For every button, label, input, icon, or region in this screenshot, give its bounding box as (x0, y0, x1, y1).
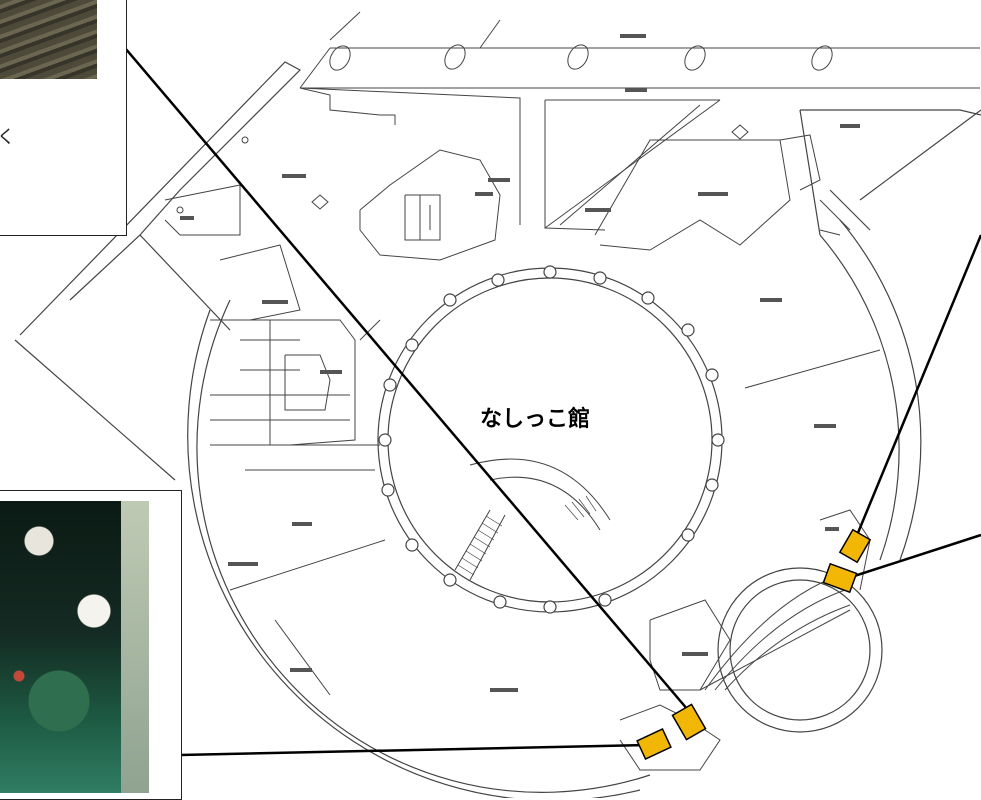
camera-marker-icon[interactable] (822, 562, 858, 594)
atrium-colonnade (299, 11, 980, 89)
camera-marker-icon[interactable] (838, 528, 872, 564)
east-south-rooms (619, 229, 881, 771)
photo-wall-detail (121, 501, 149, 793)
leader-lines (124, 47, 981, 757)
photo-callout-bottom (0, 490, 182, 800)
camera-markers (636, 528, 872, 760)
central-hall (377, 265, 725, 614)
photo-caption-fragment: く (0, 123, 15, 149)
building-outline (14, 61, 981, 798)
photo-callout-top: く (0, 0, 127, 236)
room-label-marks (180, 34, 860, 692)
west-rooms (164, 136, 386, 696)
camera-marker-icon[interactable] (671, 703, 707, 741)
exhibit-photo (0, 0, 97, 79)
map-title: なしっこ館 (480, 406, 590, 432)
camera-marker-icon[interactable] (636, 728, 672, 760)
spiral-ramp (454, 458, 611, 581)
north-rooms (299, 87, 851, 261)
